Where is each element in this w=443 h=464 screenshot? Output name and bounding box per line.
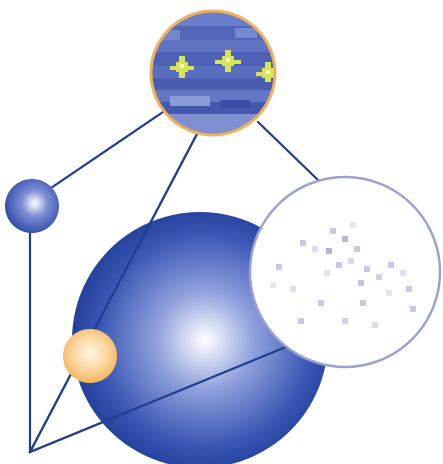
zoom-circle-top (150, 10, 278, 138)
orange-sphere (63, 329, 117, 383)
small-blue-sphere (5, 179, 59, 233)
apex-point (29, 451, 32, 454)
line-zoom-top-to-zoom-right (258, 122, 318, 180)
zoom-circle-right (250, 177, 440, 367)
line-small-sphere-to-zoom-top (48, 112, 163, 190)
